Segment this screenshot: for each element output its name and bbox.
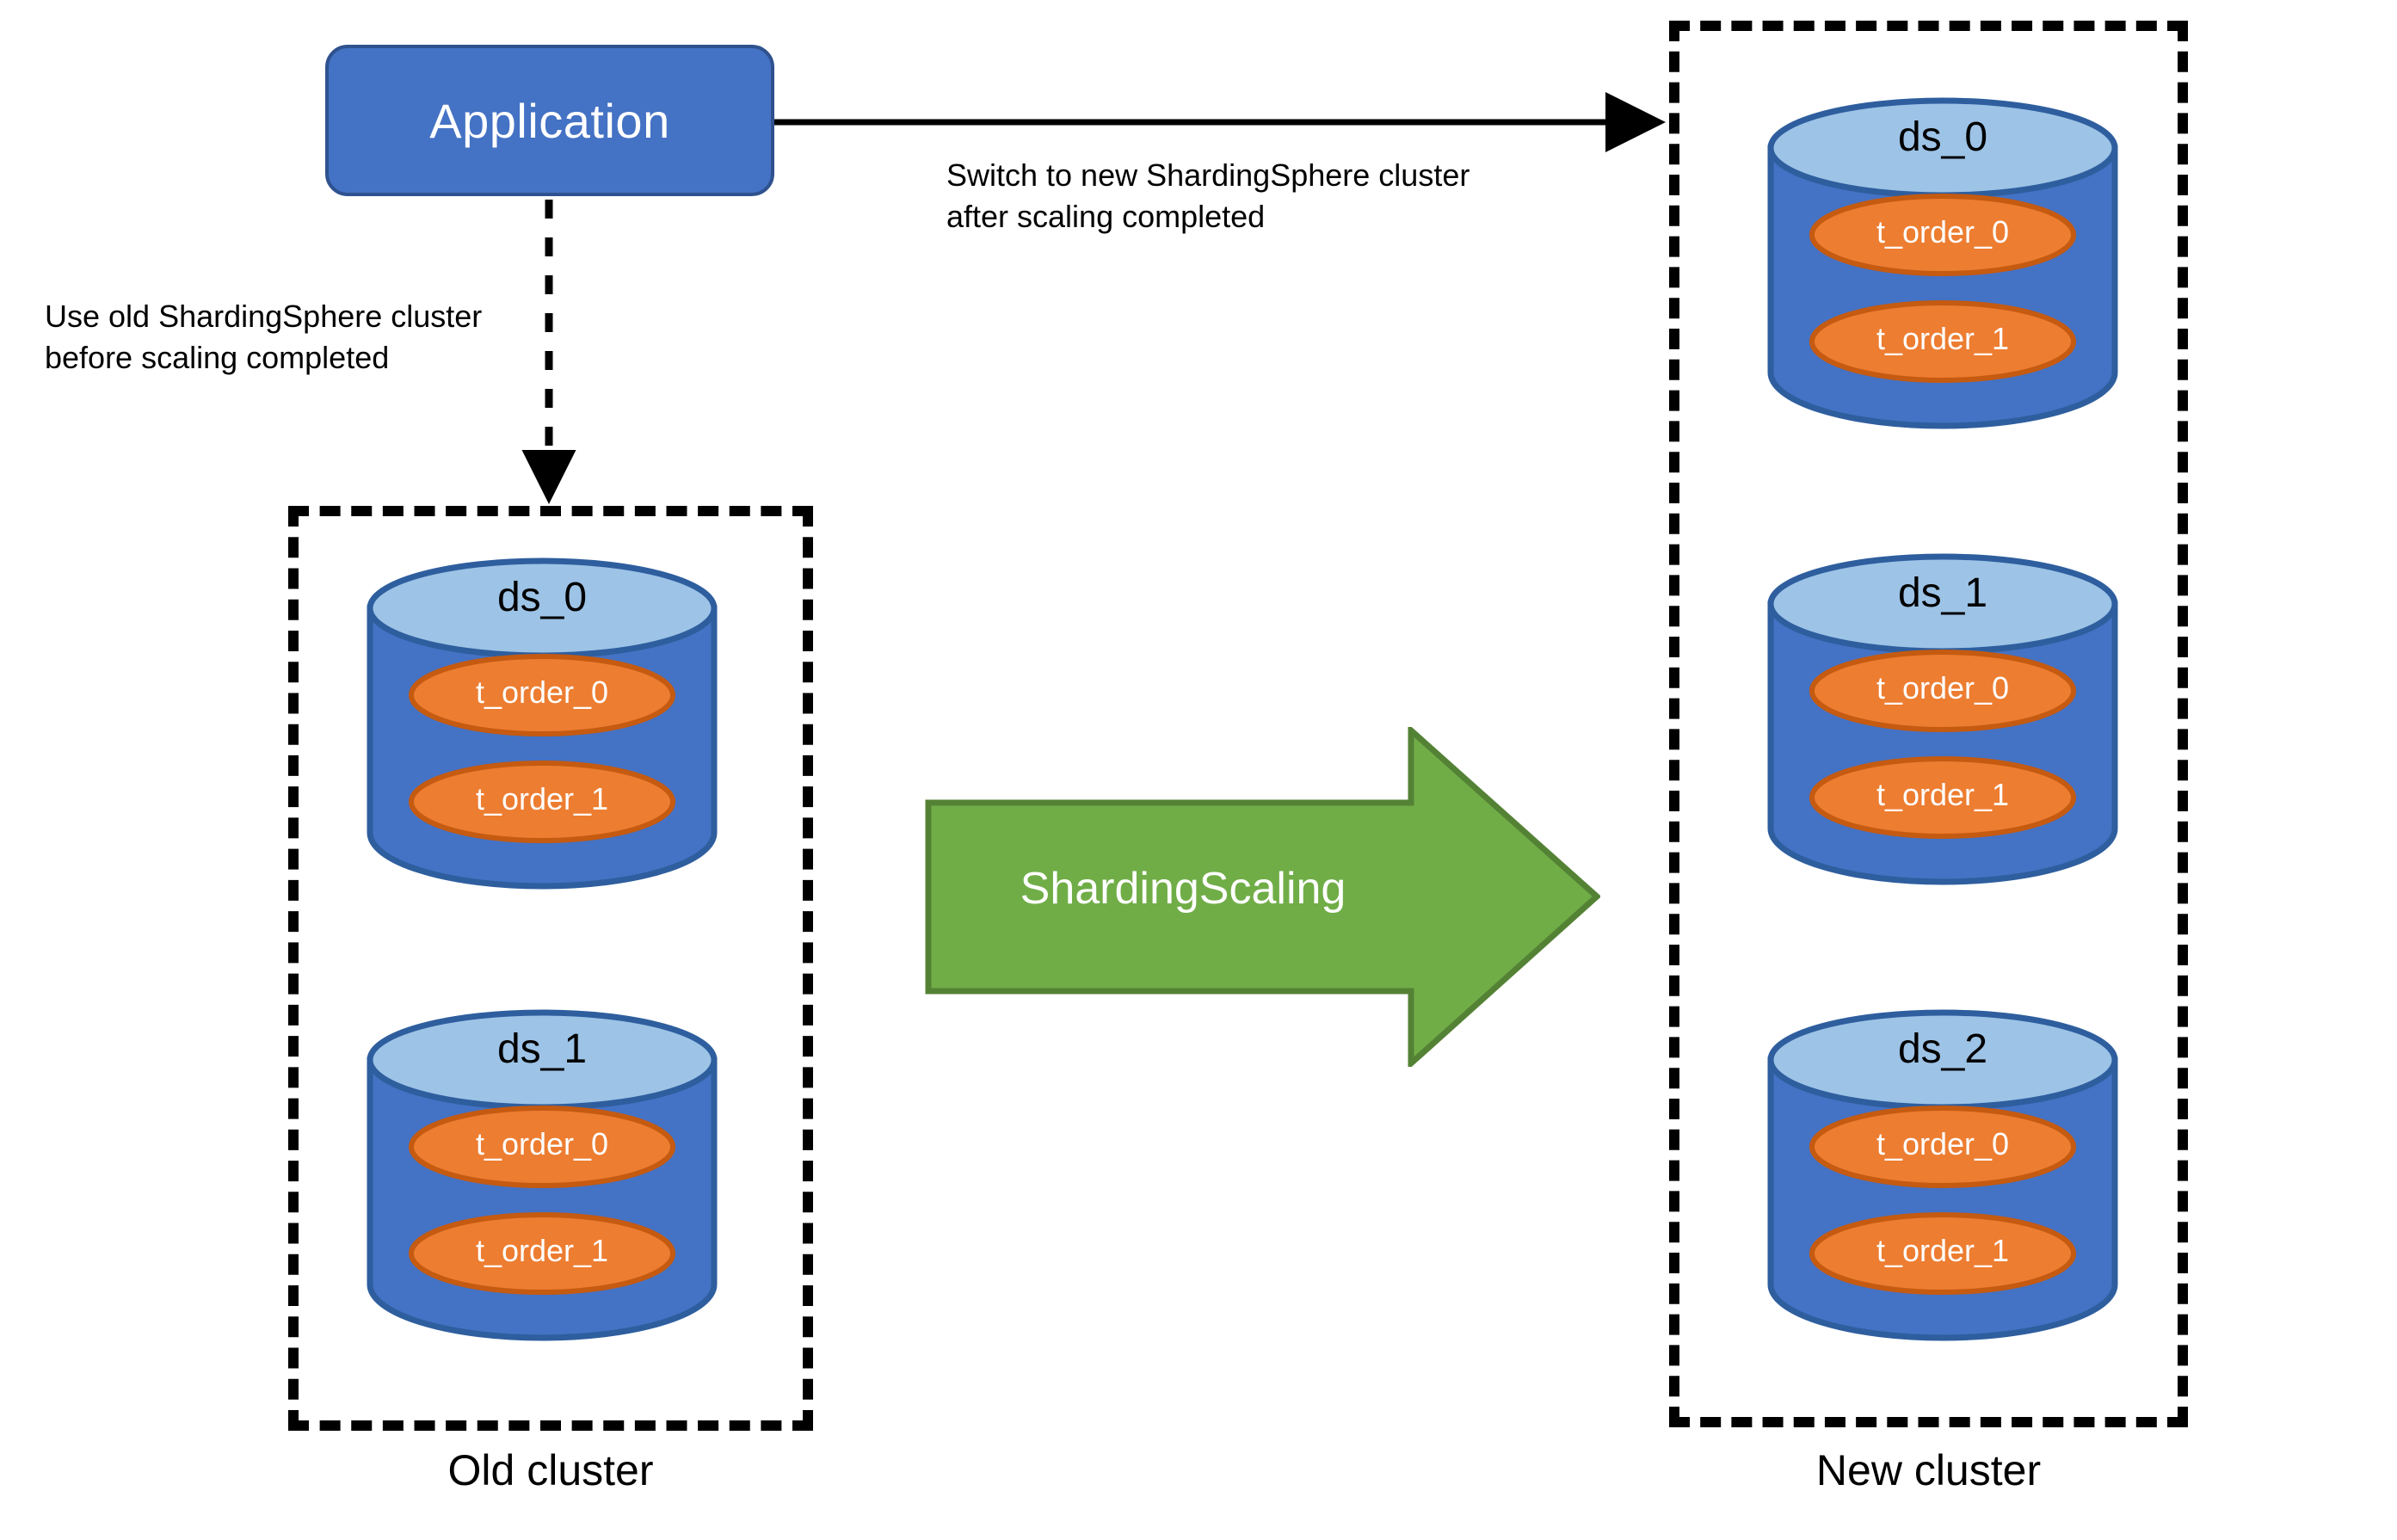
sharding-scaling-arrow[interactable]: ShardingScaling bbox=[925, 727, 1600, 1067]
new-cluster-boundary bbox=[1669, 21, 2188, 1427]
application-label: Application bbox=[429, 93, 670, 148]
old-cluster-caption: Old cluster bbox=[447, 1446, 654, 1494]
application-node[interactable]: Application bbox=[325, 45, 774, 196]
cylinder-shape bbox=[367, 557, 718, 890]
database-cylinder-old-ds1[interactable]: ds_1 t_order_0 t_order_1 bbox=[366, 1007, 718, 1341]
database-cylinder-new-ds1[interactable]: ds_1 t_order_0 t_order_1 bbox=[1766, 551, 2119, 885]
database-cylinder-old-ds0[interactable]: ds_0 t_order_0 t_order_1 bbox=[366, 555, 718, 890]
new-cluster-caption: New cluster bbox=[1815, 1446, 2042, 1494]
note-use-old-cluster: Use old ShardingSphere cluster before sc… bbox=[45, 299, 483, 375]
cylinder-shape bbox=[367, 1009, 718, 1341]
cylinder-shape bbox=[1767, 1009, 2118, 1341]
old-cluster-boundary bbox=[288, 506, 813, 1431]
database-cylinder-new-ds2[interactable]: ds_2 t_order_0 t_order_1 bbox=[1766, 1007, 2119, 1341]
note-switch-to-new-cluster: Switch to new ShardingSphere cluster aft… bbox=[946, 157, 1470, 234]
database-cylinder-new-ds0[interactable]: ds_0 t_order_0 t_order_1 bbox=[1766, 95, 2119, 429]
block-arrow-icon bbox=[925, 727, 1600, 1067]
cylinder-shape bbox=[1767, 97, 2118, 429]
cylinder-shape bbox=[1767, 553, 2118, 885]
